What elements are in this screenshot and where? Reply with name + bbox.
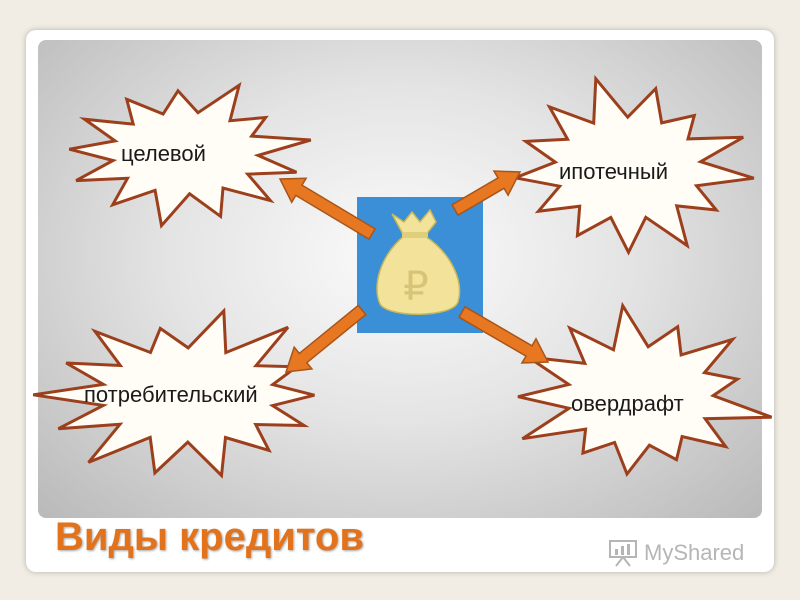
node-label-target: целевой: [121, 141, 206, 166]
watermark: MyShared: [608, 538, 768, 570]
arrow-to-overdraft: [457, 305, 550, 364]
node-label-consumer: потребительский: [84, 382, 258, 407]
burst-target: [68, 81, 312, 229]
arrow-group: [278, 170, 550, 373]
arrow-to-target: [278, 177, 377, 241]
burst-mortgage: [509, 74, 755, 256]
ruble-symbol: ₽: [403, 264, 428, 310]
burst-group: [32, 74, 773, 479]
money-bag-ruble-icon: ₽: [376, 208, 461, 315]
burst-overdraft: [517, 301, 773, 477]
burst-consumer: [32, 307, 315, 479]
arrow-to-mortgage: [450, 170, 522, 217]
slide-title: Виды кредитов: [55, 515, 364, 559]
presentation-board-icon: [609, 540, 637, 567]
node-label-mortgage: ипотечный: [559, 159, 669, 184]
node-label-overdraft: овердрафт: [571, 391, 684, 416]
arrow-to-consumer: [284, 304, 367, 373]
watermark-text: MyShared: [644, 540, 745, 565]
